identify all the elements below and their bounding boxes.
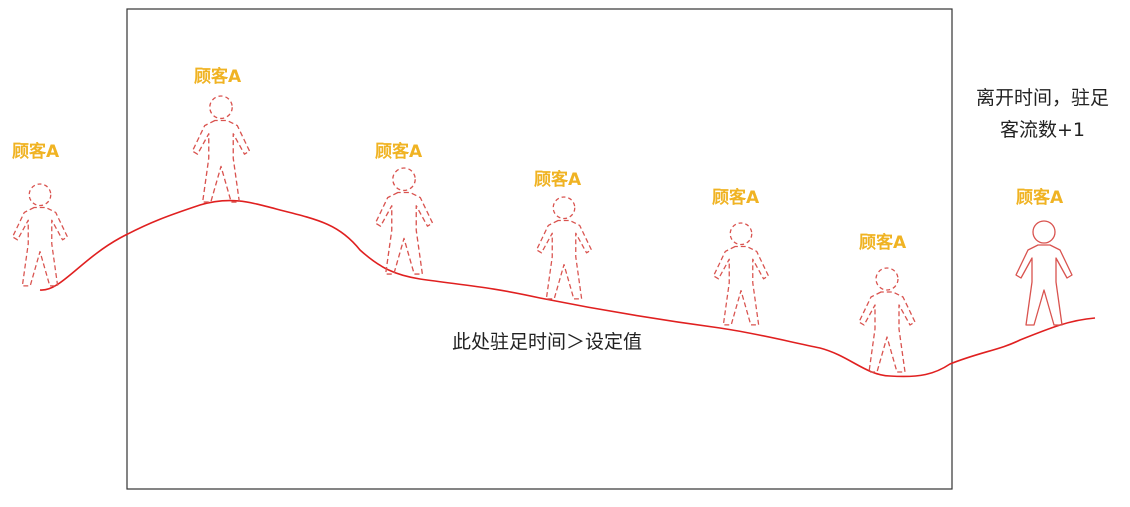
exit-label-line2: 客流数+1	[999, 119, 1085, 141]
exit-count-label: 离开时间，驻足 客流数+1	[955, 82, 1130, 146]
person-dashed-icon	[535, 196, 593, 300]
figures-layer	[11, 95, 1073, 373]
person-dashed-icon	[11, 183, 69, 287]
person-dashed-icon	[191, 95, 251, 203]
walking-path	[39, 199, 1096, 378]
person-solid-icon	[1015, 220, 1073, 326]
customer-label-1: 顾客A	[12, 142, 60, 162]
customer-label-exit: 顾客A	[1016, 188, 1064, 208]
person-dashed-icon	[374, 167, 434, 275]
dwell-threshold-label: 此处驻足时间＞设定值	[452, 331, 643, 353]
person-dashed-icon	[858, 267, 916, 373]
customer-label-2: 顾客A	[194, 67, 242, 87]
customer-label-3: 顾客A	[375, 142, 423, 162]
dwell-zone-border	[126, 8, 953, 490]
person-dashed-icon	[712, 222, 770, 326]
exit-label-line1: 离开时间，驻足	[975, 87, 1109, 109]
customer-label-4: 顾客A	[534, 170, 582, 190]
customer-label-5: 顾客A	[712, 188, 760, 208]
customer-label-6: 顾客A	[859, 233, 907, 253]
